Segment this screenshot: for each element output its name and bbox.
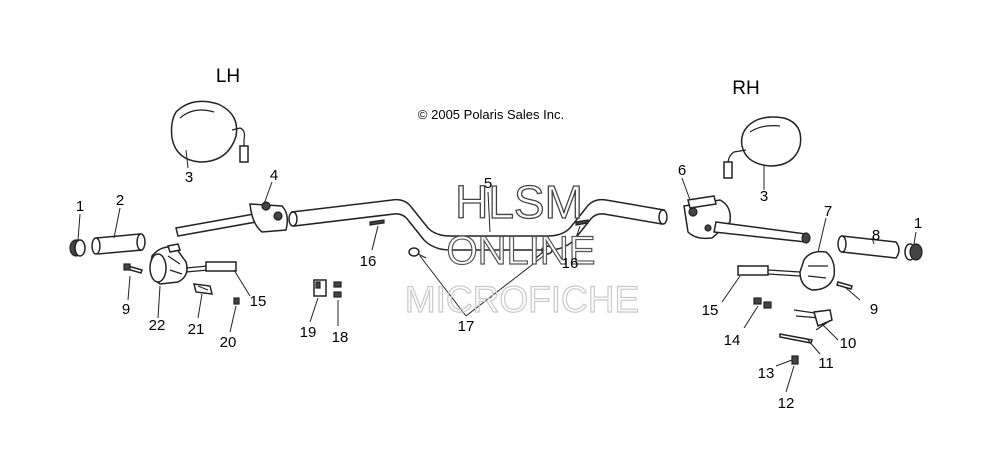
callouts: 1 2 3 4 5 6 3 7 8 1 9 15 16 16 22 21 20 … [76, 162, 922, 412]
watermark-line3: MICROFICHE [405, 279, 639, 320]
handlebar [288, 198, 668, 251]
rh-cable [779, 333, 813, 365]
rh-bracket [793, 309, 833, 331]
rh-screw [836, 281, 853, 290]
small-screw [233, 297, 240, 305]
lh-grip-end [69, 239, 86, 257]
copyright-notice: © 2005 Polaris Sales Inc. [418, 107, 564, 122]
callout-label: 3 [760, 188, 768, 205]
callout-label: 15 [250, 293, 267, 310]
callout-label: 12 [778, 395, 795, 412]
callout-label: 17 [458, 318, 475, 335]
lh-mirror [170, 100, 249, 163]
lh-screw [123, 263, 143, 274]
wire-clip-right [535, 245, 553, 259]
callout-label: 4 [270, 167, 278, 184]
rh-wire-harness [737, 265, 801, 277]
callout-label: 10 [840, 335, 857, 352]
callout-label: 9 [122, 301, 130, 318]
callout-label: 13 [758, 365, 775, 382]
lh-clutch-lever [175, 201, 289, 237]
callout-label: 1 [76, 198, 84, 215]
rh-switch-contacts [753, 297, 772, 309]
callout-label: 2 [116, 192, 124, 209]
callout-label: 9 [870, 301, 878, 318]
clamp-bolts [333, 281, 342, 298]
callout-label: 16 [562, 255, 579, 272]
lh-switch-housing [149, 243, 188, 285]
lh-bracket [193, 283, 213, 295]
side-label-left: LH [216, 66, 240, 87]
callout-label: 19 [300, 324, 317, 341]
watermark-line2: ONLINE [447, 229, 596, 273]
rh-master-cylinder [683, 195, 811, 244]
rh-grip-end [904, 243, 923, 261]
callout-label: 6 [678, 162, 686, 179]
leader-lines [77, 149, 917, 393]
watermark-line1: HLSM [455, 176, 583, 228]
side-label-right: RH [732, 78, 759, 99]
wire-clip-left [408, 247, 427, 259]
callout-label: 20 [220, 334, 237, 351]
callout-label: 5 [484, 175, 492, 192]
clamp [313, 279, 327, 297]
callout-label: 11 [818, 355, 834, 372]
bar-screw-right [575, 219, 589, 226]
callout-label: 16 [360, 253, 377, 270]
callout-label: 15 [702, 302, 719, 319]
bar-screw-left [369, 219, 385, 226]
callout-label: 7 [824, 203, 832, 220]
callout-label: 8 [872, 227, 880, 244]
rh-switch-housing [799, 250, 836, 291]
lh-grip [91, 233, 146, 255]
callout-label: 14 [724, 332, 741, 349]
callout-label: 18 [332, 329, 349, 346]
lh-wire-harness [185, 261, 237, 273]
callout-label: 21 [188, 321, 205, 338]
rh-grip [837, 235, 900, 259]
callout-label: 22 [149, 317, 166, 334]
callout-label: 1 [914, 215, 922, 232]
watermark: HLSM ONLINE MICROFICHE [404, 175, 640, 320]
callout-label: 3 [185, 169, 193, 186]
rh-mirror [723, 116, 802, 179]
